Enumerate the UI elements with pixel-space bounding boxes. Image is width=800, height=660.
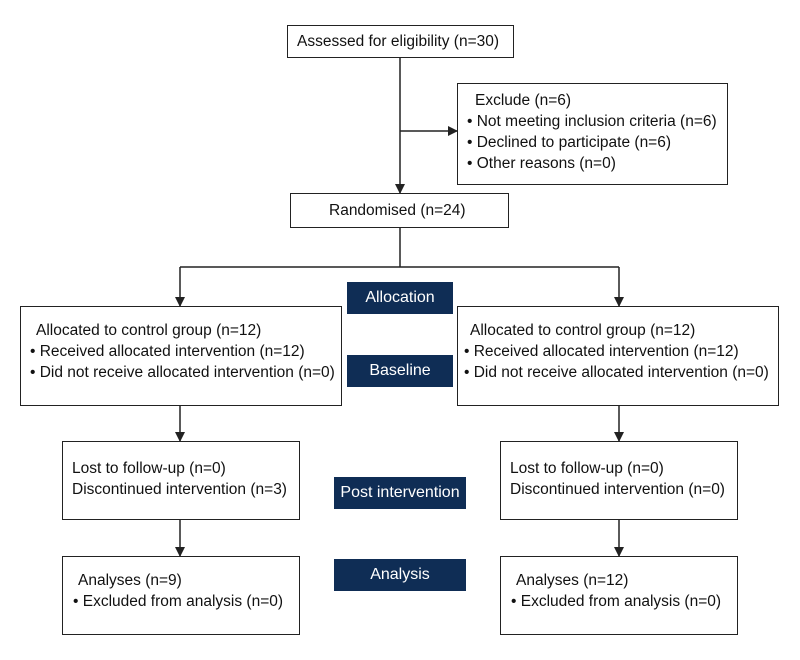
left-followup-line: Lost to follow-up (n=0) <box>72 460 226 477</box>
left-allocated-item: • Received allocated intervention (n=12) <box>30 343 305 360</box>
right-allocated-item: • Did not receive allocated intervention… <box>464 364 769 381</box>
right-followup-line: Discontinued intervention (n=0) <box>510 481 725 498</box>
stage-baseline: Baseline <box>347 355 453 387</box>
left-allocated-item: • Did not receive allocated intervention… <box>30 364 335 381</box>
exclude-item: • Declined to participate (n=6) <box>467 134 672 151</box>
right-followup-box: Lost to follow-up (n=0) Discontinued int… <box>500 441 738 520</box>
left-analysis-title: Analyses (n=9) <box>78 572 182 589</box>
stage-post-intervention: Post intervention <box>334 477 466 509</box>
stage-analysis: Analysis <box>334 559 466 591</box>
stage-allocation-label: Allocation <box>365 289 435 306</box>
right-analysis-title: Analyses (n=12) <box>516 572 629 589</box>
left-allocated-box: Allocated to control group (n=12) • Rece… <box>20 306 342 406</box>
assessed-label: Assessed for eligibility (n=30) <box>297 33 500 50</box>
stage-analysis-label: Analysis <box>370 566 430 583</box>
exclude-item: • Other reasons (n=0) <box>467 155 616 172</box>
stage-baseline-label: Baseline <box>369 362 431 379</box>
exclude-box: Exclude (n=6) • Not meeting inclusion cr… <box>457 83 728 185</box>
left-analysis-item: • Excluded from analysis (n=0) <box>73 593 284 610</box>
right-allocated-item: • Received allocated intervention (n=12) <box>464 343 739 360</box>
left-analysis-box: Analyses (n=9) • Excluded from analysis … <box>62 556 300 635</box>
exclude-item: • Not meeting inclusion criteria (n=6) <box>467 113 717 130</box>
right-analysis-item: • Excluded from analysis (n=0) <box>511 593 722 610</box>
right-analysis-box: Analyses (n=12) • Excluded from analysis… <box>500 556 738 635</box>
stage-allocation: Allocation <box>347 282 453 314</box>
right-allocated-title: Allocated to control group (n=12) <box>470 322 696 339</box>
stage-post-intervention-label: Post intervention <box>340 484 460 501</box>
left-followup-box: Lost to follow-up (n=0) Discontinued int… <box>62 441 300 520</box>
left-allocated-title: Allocated to control group (n=12) <box>36 322 262 339</box>
right-followup-line: Lost to follow-up (n=0) <box>510 460 664 477</box>
randomised-label: Randomised (n=24) <box>329 202 466 219</box>
left-followup-line: Discontinued intervention (n=3) <box>72 481 287 498</box>
right-allocated-box: Allocated to control group (n=12) • Rece… <box>457 306 779 406</box>
exclude-title: Exclude (n=6) <box>475 92 572 109</box>
randomised-box: Randomised (n=24) <box>290 193 509 228</box>
assessed-box: Assessed for eligibility (n=30) <box>287 25 514 58</box>
